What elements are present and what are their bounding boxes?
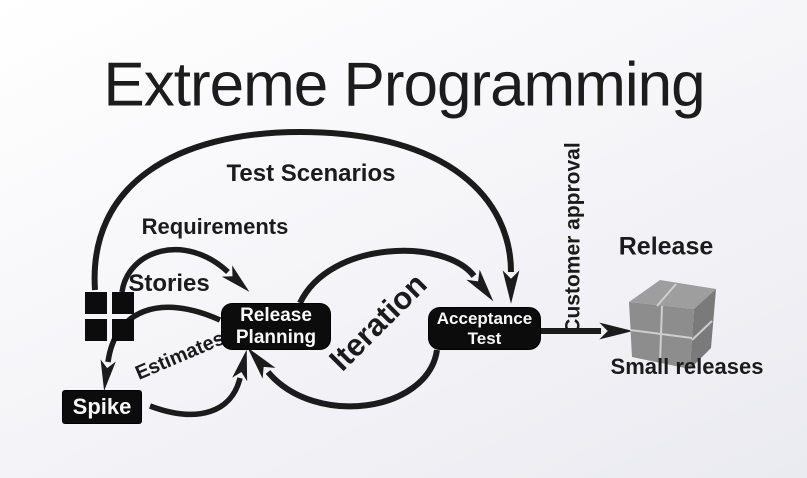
spike-label: Spike xyxy=(72,393,132,419)
estimates-arrow xyxy=(100,304,222,391)
iteration-top-arrow xyxy=(297,247,494,305)
release-planning-line2: Planning xyxy=(235,326,317,348)
release-label: Release xyxy=(618,232,714,261)
release-planning-node: Release Planning xyxy=(222,304,330,349)
spike-node: Spike xyxy=(63,391,141,423)
release-planning-line1: Release xyxy=(240,305,312,327)
customer-approval-label: Customer approval xyxy=(561,142,585,334)
requirements-arrow xyxy=(119,246,250,293)
acceptance-test-line2: Test xyxy=(467,328,502,348)
small-releases-label: Small releases xyxy=(610,354,764,379)
acceptance-test-line1: Acceptance xyxy=(436,309,533,329)
test-scenarios-label: Test Scenarios xyxy=(226,160,396,187)
spike-return-arrow xyxy=(149,349,248,418)
cube-icon xyxy=(629,280,716,369)
four-squares-icon xyxy=(85,292,134,341)
test-scenarios-arrow xyxy=(91,128,520,304)
iteration-bottom-arrow xyxy=(247,347,440,410)
requirements-label: Requirements xyxy=(141,214,289,239)
page-title: Extreme Programming xyxy=(103,50,705,120)
acceptance-test-node: Acceptance Test xyxy=(429,308,540,349)
stories-label: Stories xyxy=(128,270,210,297)
